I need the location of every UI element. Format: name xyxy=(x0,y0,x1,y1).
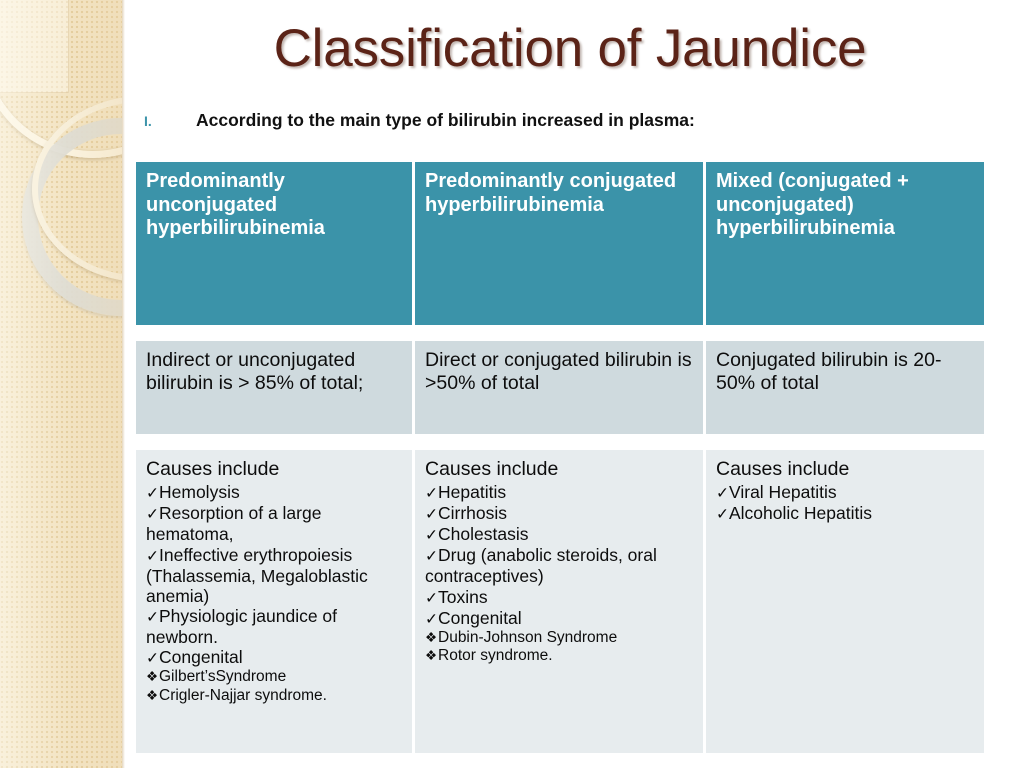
causes-list-3: Viral HepatitisAlcoholic Hepatitis xyxy=(716,482,975,524)
causes-list-2: HepatitisCirrhosisCholestasisDrug (anabo… xyxy=(425,482,694,666)
sidebar-background xyxy=(0,0,122,768)
decorative-sidebar xyxy=(0,0,122,768)
table-row-causes: Causes include HemolysisResorption of a … xyxy=(136,450,984,753)
causes-cell-2: Causes include HepatitisCirrhosisCholest… xyxy=(415,450,706,753)
list-item: Cirrhosis xyxy=(425,503,694,524)
list-item: Dubin-Johnson Syndrome xyxy=(425,629,694,648)
list-item: Hepatitis xyxy=(425,482,694,503)
row-gap-cell xyxy=(706,325,984,341)
classification-table: Predominantly unconjugated hyperbilirubi… xyxy=(136,162,984,753)
subheading-numeral: I. xyxy=(144,113,152,129)
subheading: I. According to the main type of bilirub… xyxy=(144,110,695,131)
list-item: Physiologic jaundice of newborn. xyxy=(146,606,403,647)
definition-cell-3: Conjugated bilirubin is 20-50% of total xyxy=(706,341,984,434)
list-item: Congenital xyxy=(146,647,403,668)
row-gap-cell xyxy=(136,434,415,450)
row-gap-cell xyxy=(136,325,415,341)
table-row-gap xyxy=(136,325,984,341)
list-item: Gilbert’sSyndrome xyxy=(146,668,403,687)
list-item: Resorption of a large hematoma, xyxy=(146,503,403,544)
list-item: Congenital xyxy=(425,608,694,629)
list-item: Viral Hepatitis xyxy=(716,482,975,503)
list-item: Cholestasis xyxy=(425,524,694,545)
list-item: Rotor syndrome. xyxy=(425,647,694,666)
table-header-row: Predominantly unconjugated hyperbilirubi… xyxy=(136,162,984,325)
causes-title: Causes include xyxy=(146,458,280,480)
column-header-mixed: Mixed (conjugated + unconjugated) hyperb… xyxy=(706,162,984,325)
list-item: Hemolysis xyxy=(146,482,403,503)
column-header-conjugated: Predominantly conjugated hyperbilirubine… xyxy=(415,162,706,325)
definition-cell-1: Indirect or unconjugated bilirubin is > … xyxy=(136,341,415,434)
subheading-text: According to the main type of bilirubin … xyxy=(196,110,695,130)
row-gap-cell xyxy=(415,434,706,450)
page-title: Classification of Jaundice xyxy=(273,19,867,78)
causes-title: Causes include xyxy=(425,458,559,480)
list-item: Crigler-Najjar syndrome. xyxy=(146,687,403,706)
list-item: Ineffective erythropoiesis (Thalassemia,… xyxy=(146,545,403,607)
list-item: Toxins xyxy=(425,587,694,608)
table-row-gap xyxy=(136,434,984,450)
table-row-definitions: Indirect or unconjugated bilirubin is > … xyxy=(136,341,984,434)
sidebar-edge-shadow xyxy=(122,0,125,768)
causes-title: Causes include xyxy=(716,458,850,480)
row-gap-cell xyxy=(415,325,706,341)
row-gap-cell xyxy=(706,434,984,450)
column-header-unconjugated: Predominantly unconjugated hyperbilirubi… xyxy=(136,162,415,325)
causes-cell-3: Causes include Viral HepatitisAlcoholic … xyxy=(706,450,984,753)
list-item: Drug (anabolic steroids, oral contracept… xyxy=(425,545,694,586)
causes-cell-1: Causes include HemolysisResorption of a … xyxy=(136,450,415,753)
causes-list-1: HemolysisResorption of a large hematoma,… xyxy=(146,482,403,706)
definition-cell-2: Direct or conjugated bilirubin is >50% o… xyxy=(415,341,706,434)
list-item: Alcoholic Hepatitis xyxy=(716,503,975,524)
